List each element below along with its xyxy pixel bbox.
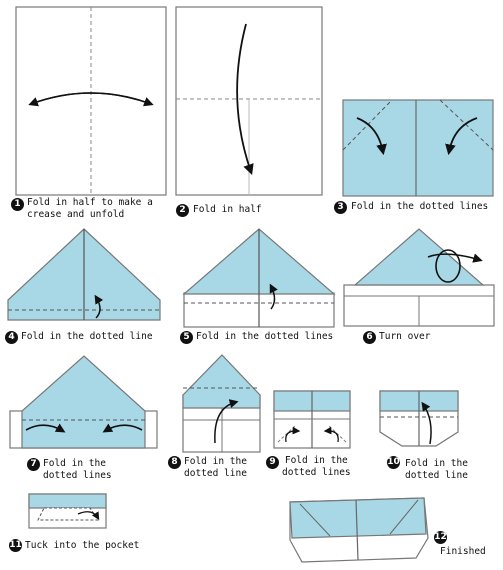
step-number-6: 6 [363, 331, 376, 344]
step-5-figure [182, 228, 336, 328]
step-number-7: 7 [27, 458, 40, 471]
step-caption-7: Fold in the dotted lines [43, 458, 112, 481]
step-4-figure [7, 228, 161, 321]
fold-arrow [25, 423, 66, 433]
step-caption-5: Fold in the dotted lines [196, 331, 334, 342]
turn-over-arrow [435, 249, 461, 283]
fold-arrow [285, 426, 301, 443]
step-1-figure [15, 6, 167, 196]
step-2-figure [175, 6, 323, 196]
step-caption-9: Fold in the dotted lines [282, 455, 351, 478]
step-caption-6: Turn over [379, 331, 431, 342]
step-caption-2: Fold in half [193, 204, 262, 215]
fold-arrow [77, 511, 100, 521]
step-number-4: 4 [5, 331, 18, 344]
step-caption-3: Fold in the dotted lines [351, 201, 489, 212]
step-3-figure [342, 99, 494, 197]
step-caption-11: Tuck into the pocket [25, 540, 140, 551]
step-number-11: 11 [9, 539, 22, 552]
step-6-figure [343, 228, 495, 327]
fold-arrow [94, 294, 104, 319]
step-number-9: 9 [266, 456, 279, 469]
step-11-figure [28, 493, 107, 529]
step-9-figure [273, 390, 351, 449]
step-caption-4: Fold in the dotted line [21, 331, 153, 342]
step-number-12: 12 [434, 531, 447, 544]
step-caption-1: Fold in half to make a crease and unfold [27, 197, 153, 220]
step-caption-12: Finished [440, 546, 486, 557]
step-7-figure [9, 355, 158, 449]
fold-arrow [445, 117, 478, 156]
fold-arrow [421, 401, 432, 445]
fold-arrow [236, 23, 254, 176]
step-number-1: 1 [11, 198, 24, 211]
step-number-3: 3 [334, 201, 347, 214]
step-number-8: 8 [168, 456, 181, 469]
fold-arrow [323, 426, 339, 443]
step-number-2: 2 [176, 204, 189, 217]
step-10-figure [379, 390, 459, 447]
step-8-figure [182, 354, 261, 453]
fold-arrow [269, 283, 278, 310]
step-caption-8: Fold in the dotted line [184, 456, 247, 479]
fold-arrow [102, 423, 143, 433]
step-caption-10: Fold in the dotted line [405, 458, 468, 481]
step-number-5: 5 [180, 331, 193, 344]
fold-arrow [356, 117, 387, 156]
step-12-figure [289, 497, 429, 563]
fold-arrow [214, 399, 239, 444]
step-number-10: 10 [387, 456, 400, 469]
